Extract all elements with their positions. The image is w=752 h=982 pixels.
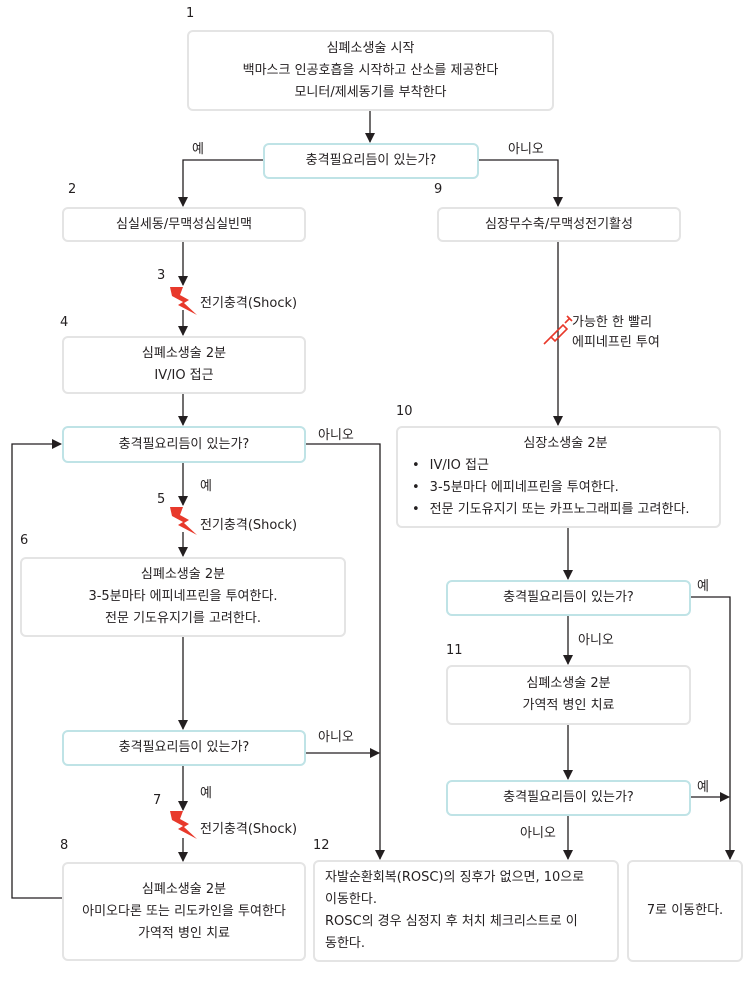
- step-number: 2: [68, 182, 77, 197]
- no-label: 아니오: [318, 428, 354, 443]
- box-line: 자발순환회복(ROSC)의 징후가 없으면, 10으로: [325, 870, 585, 885]
- box-line: IV/IO 접근: [154, 368, 214, 383]
- no-label: 아니오: [520, 826, 556, 841]
- box-line: 아미오다론 또는 리도카인을 투여한다: [82, 903, 286, 919]
- bullet-item: 전문 기도유지기 또는 카프노그래피를 고려한다.: [412, 499, 690, 521]
- step-number: 3: [157, 268, 166, 283]
- step-number: 7: [153, 793, 162, 808]
- step-number: 1: [186, 6, 195, 21]
- step-9-box: 심장무수축/무맥성전기활성: [437, 207, 681, 242]
- box-line: 심폐소생술 2분: [141, 346, 227, 361]
- step-4-box: 심폐소생술 2분 IV/IO 접근: [62, 336, 306, 394]
- no-label: 아니오: [578, 633, 614, 648]
- box-line: 심폐소생술 2분: [526, 676, 611, 691]
- decision-5: 충격필요리듬이 있는가?: [446, 780, 691, 816]
- step-2-box: 심실세동/무맥성심실빈맥: [62, 207, 306, 242]
- box-line: 가역적 병인 치료: [522, 698, 615, 713]
- step-number: 5: [157, 492, 166, 507]
- decision-1: 충격필요리듬이 있는가?: [263, 143, 479, 179]
- step-number: 8: [60, 838, 69, 853]
- step-number: 12: [313, 838, 330, 853]
- yes-label: 예: [192, 142, 204, 157]
- yes-label: 예: [697, 579, 709, 594]
- box-line: 동한다.: [325, 936, 366, 951]
- step-number: 11: [446, 643, 463, 658]
- decision-4: 충격필요리듬이 있는가?: [446, 580, 691, 616]
- epinephrine-note: 에피네프린 투여: [572, 335, 660, 350]
- step-1-box: 심폐소생술 시작 백마스크 인공호흡을 시작하고 산소를 제공한다 모니터/제세…: [187, 30, 554, 111]
- box-line: 심폐소생술 2분: [141, 881, 227, 897]
- step-12-box: 자발순환회복(ROSC)의 징후가 없으면, 10으로 이동한다. ROSC의 …: [313, 860, 619, 962]
- yes-label: 예: [697, 780, 709, 795]
- shock-icon: [170, 811, 197, 839]
- no-label: 아니오: [508, 142, 544, 157]
- step-10-box: 심장소생술 2분 IV/IO 접근 3-5분마다 에피네프린을 투여한다. 전문…: [396, 426, 721, 528]
- shock-icon: [170, 287, 197, 315]
- box-line: 가역적 병인 치료: [138, 925, 230, 941]
- box-title: 심장소생술 2분: [523, 436, 608, 451]
- yes-label: 예: [200, 479, 212, 494]
- bullet-item: IV/IO 접근: [412, 455, 489, 477]
- step-number: 6: [20, 533, 29, 548]
- decision-2: 충격필요리듬이 있는가?: [62, 426, 306, 463]
- step-number: 10: [396, 404, 413, 419]
- box-line: 모니터/제세동기를 부착한다: [294, 84, 447, 100]
- box-line: 심폐소생술 2분: [140, 567, 226, 582]
- decision-3: 충격필요리듬이 있는가?: [62, 730, 306, 766]
- box-line: 전문 기도유지기를 고려한다.: [105, 611, 261, 626]
- shock-label: 전기충격(Shock): [200, 518, 298, 533]
- step-number: 4: [60, 315, 69, 330]
- box-line: 백마스크 인공호흡을 시작하고 산소를 제공한다: [242, 62, 499, 78]
- goto-7-box: 7로 이동한다.: [627, 860, 743, 962]
- step-8-box: 심폐소생술 2분 아미오다론 또는 리도카인을 투여한다 가역적 병인 치료: [62, 862, 306, 961]
- no-label: 아니오: [318, 730, 354, 745]
- bullet-item: 3-5분마다 에피네프린을 투여한다.: [412, 477, 619, 499]
- shock-label: 전기충격(Shock): [200, 822, 298, 837]
- box-line: 심폐소생술 시작: [326, 40, 415, 56]
- step-number: 9: [434, 182, 443, 197]
- box-line: ROSC의 경우 심정지 후 처치 체크리스트로 이: [325, 914, 578, 929]
- shock-icon: [170, 507, 197, 535]
- epinephrine-note: 가능한 한 빨리: [572, 315, 653, 330]
- shock-label: 전기충격(Shock): [200, 296, 298, 311]
- syringe-icon: [543, 315, 573, 345]
- step-11-box: 심폐소생술 2분 가역적 병인 치료: [446, 665, 691, 725]
- box-line: 3-5분마타 에피네프린을 투여한다.: [88, 589, 278, 604]
- box-line: 이동한다.: [325, 892, 377, 907]
- yes-label: 예: [200, 786, 212, 801]
- step-6-box: 심폐소생술 2분 3-5분마타 에피네프린을 투여한다. 전문 기도유지기를 고…: [20, 557, 346, 637]
